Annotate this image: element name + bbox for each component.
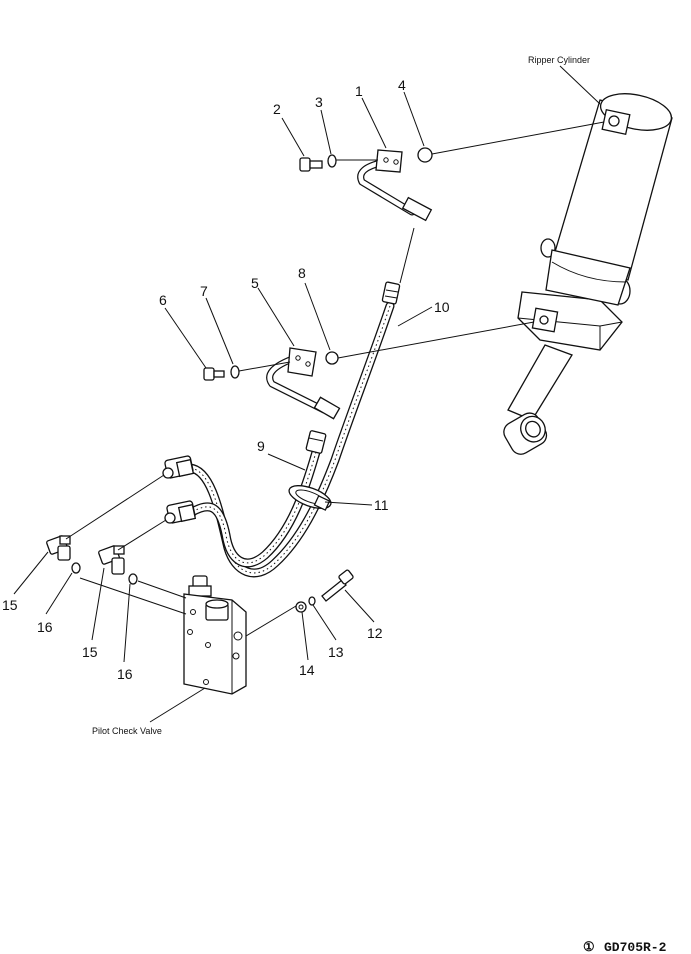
pilot-check-valve-leader [149, 687, 206, 723]
callout-5: 5 [251, 275, 259, 291]
callout-16a: 16 [37, 619, 53, 635]
callout-1: 1 [355, 83, 363, 99]
callout-13: 13 [328, 644, 344, 660]
o-ring-8 [325, 351, 339, 365]
o-ring-16a [71, 562, 81, 574]
pilot-check-valve-label: Pilot Check Valve [92, 726, 162, 736]
washer-14 [295, 601, 307, 613]
hose-clamp-11 [288, 485, 332, 511]
callout-15a: 15 [2, 597, 18, 613]
ripper-cylinder-label: Ripper Cylinder [528, 55, 590, 65]
drawing-ref-number: GD705R-2 [604, 940, 667, 954]
callout-6: 6 [159, 292, 167, 308]
washer-13 [308, 596, 316, 606]
washer-7 [230, 365, 240, 379]
washer-3 [327, 154, 337, 168]
callout-3: 3 [315, 94, 323, 110]
tube-assembly-5 [266, 347, 341, 420]
o-ring-4 [417, 147, 433, 163]
callout-4: 4 [398, 77, 406, 93]
ripper-cylinder [503, 93, 673, 455]
callout-15b: 15 [82, 644, 98, 660]
elbow-fitting-15b [98, 545, 125, 575]
callout-numbers: 1 2 3 4 5 6 7 8 9 10 11 12 13 14 15 16 1… [2, 77, 450, 682]
bolt-12 [321, 569, 354, 602]
callout-7: 7 [200, 283, 208, 299]
drawing-ref-symbol: ① [583, 940, 595, 954]
pilot-check-valve [183, 575, 247, 695]
callout-16b: 16 [117, 666, 133, 682]
callout-12: 12 [367, 625, 383, 641]
callout-14: 14 [299, 662, 315, 678]
callout-leaders [13, 91, 433, 663]
bolt-2 [299, 157, 323, 172]
callout-11: 11 [374, 497, 389, 513]
callout-9: 9 [257, 438, 265, 454]
assembly-lines [65, 121, 605, 637]
callout-2: 2 [273, 101, 281, 117]
tube-assembly-1 [357, 149, 433, 222]
ripper-cylinder-leader [559, 65, 601, 105]
callout-10: 10 [434, 299, 450, 315]
drawing-reference: ① GD705R-2 [583, 940, 667, 954]
callout-8: 8 [298, 265, 306, 281]
elbow-fitting-15a [46, 535, 71, 561]
bolt-6 [203, 367, 225, 381]
o-ring-16b [128, 573, 138, 585]
